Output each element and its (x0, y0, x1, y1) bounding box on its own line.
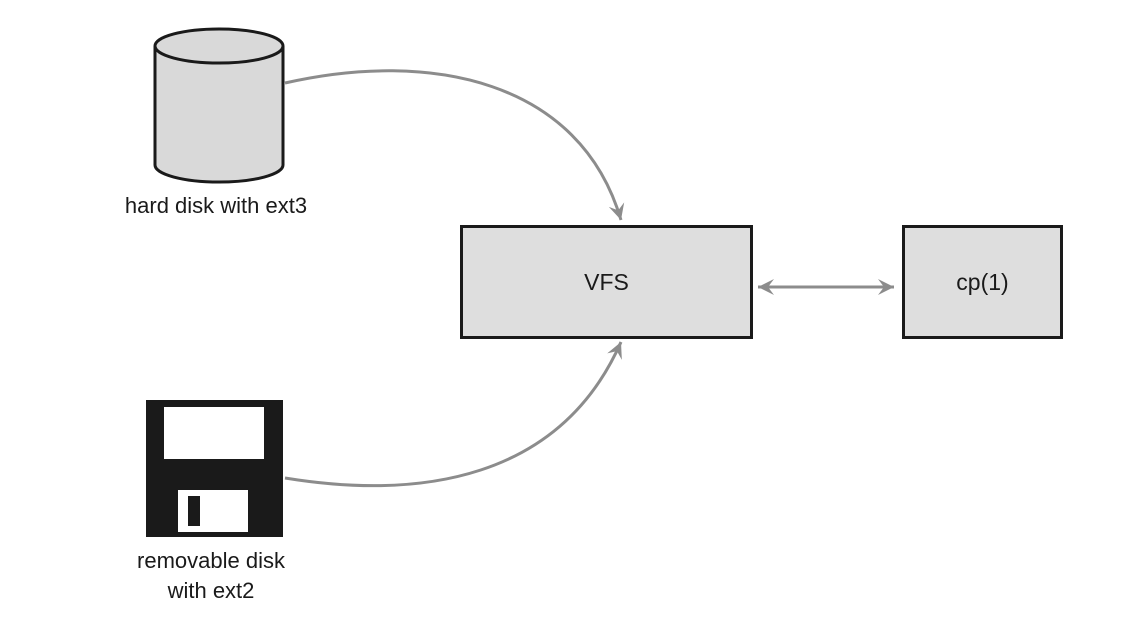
cp-box: cp(1) (902, 225, 1063, 339)
removable-disk-label-line2: with ext2 (167, 578, 255, 603)
vfs-box: VFS (460, 225, 753, 339)
hard-disk-label: hard disk with ext3 (124, 193, 308, 218)
removable-disk-label-line1: removable disk (137, 548, 285, 573)
vfs-label: VFS (584, 268, 629, 295)
cp-label: cp(1) (956, 268, 1009, 295)
floppy-disk-icon (146, 400, 283, 537)
arrow-removable-to-vfs (284, 341, 623, 488)
arrow-harddisk-to-vfs (284, 69, 625, 221)
hard-disk-icon (153, 27, 285, 184)
removable-disk-label: removable disk with ext2 (100, 546, 322, 606)
